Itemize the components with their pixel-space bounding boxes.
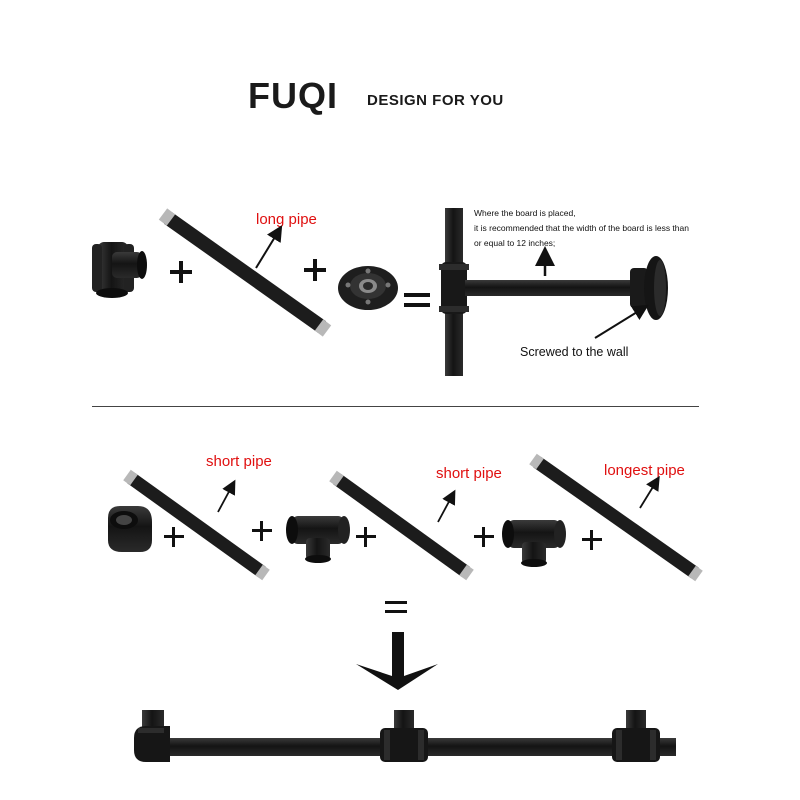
short-pipe-arrow-1 bbox=[217, 479, 236, 513]
equals-icon bbox=[385, 601, 407, 613]
plus-icon bbox=[582, 530, 602, 550]
equals-icon bbox=[404, 293, 430, 307]
assembled-pipe-rail bbox=[134, 710, 676, 762]
long-pipe-label: long pipe bbox=[256, 211, 317, 228]
wall-arrow bbox=[594, 304, 649, 339]
assembled-wall-bracket bbox=[439, 208, 668, 376]
floor-flange-icon bbox=[338, 266, 398, 310]
short-pipe-label-1: short pipe bbox=[206, 453, 272, 470]
elbow-fitting-icon bbox=[108, 506, 152, 552]
plus-icon bbox=[304, 259, 326, 281]
note-line-1: Where the board is placed, bbox=[474, 208, 576, 218]
longest-pipe-icon bbox=[529, 453, 703, 582]
short-pipe-icon bbox=[329, 470, 474, 581]
long-pipe-arrow bbox=[255, 225, 283, 269]
longest-pipe-arrow bbox=[639, 475, 660, 509]
plus-icon bbox=[474, 527, 494, 547]
tee-fitting-icon bbox=[286, 516, 350, 563]
short-pipe-arrow-2 bbox=[437, 489, 456, 523]
tee-fitting-icon bbox=[502, 520, 566, 567]
tee-fitting-icon bbox=[92, 242, 147, 298]
brand-name: FUQI bbox=[248, 75, 338, 116]
brand-tagline: DESIGN FOR YOU bbox=[367, 92, 504, 109]
longest-pipe-label: longest pipe bbox=[604, 462, 685, 479]
board-width-note: Where the board is placed, it is recomme… bbox=[474, 206, 689, 251]
short-pipe-icon bbox=[123, 469, 270, 581]
section-divider bbox=[92, 406, 699, 407]
plus-icon bbox=[356, 527, 376, 547]
note-line-3: or equal to 12 inches; bbox=[474, 238, 556, 248]
long-pipe-icon bbox=[158, 208, 332, 337]
wall-mount-label: Screwed to the wall bbox=[520, 345, 629, 359]
plus-icon bbox=[164, 527, 184, 547]
plus-icon bbox=[252, 521, 272, 541]
short-pipe-label-2: short pipe bbox=[436, 465, 502, 482]
plus-icon bbox=[170, 261, 192, 283]
down-arrow-icon bbox=[356, 632, 438, 690]
note-line-2: it is recommended that the width of the … bbox=[474, 223, 689, 233]
